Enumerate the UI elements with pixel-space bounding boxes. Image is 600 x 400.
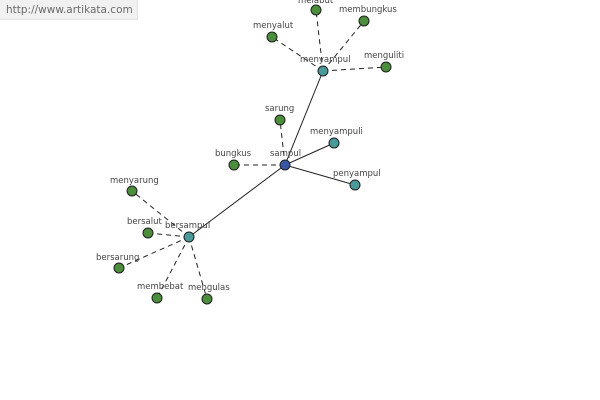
node-menguliti[interactable]: [380, 61, 392, 73]
edge-menyampul-melabut: [315, 9, 324, 72]
node-menyampul[interactable]: [317, 65, 329, 77]
edge-bersampul-bersalut: [147, 232, 190, 238]
node-label-bungkus: bungkus: [215, 149, 252, 159]
edge-menyampul-menguliti: [322, 66, 387, 72]
edge-bersampul-membebat: [156, 236, 190, 299]
edge-bersampul-menyarung: [131, 190, 190, 238]
node-penyampul[interactable]: [349, 179, 361, 191]
labels-layer: sampul menyampul bersampul menyampuli penyam…: [96, 0, 404, 293]
node-membungkus[interactable]: [358, 15, 370, 27]
edge-sampul-menyampul: [284, 70, 324, 166]
node-menyalut[interactable]: [266, 31, 278, 43]
node-mengulas[interactable]: [201, 293, 213, 305]
node-menyarung[interactable]: [126, 185, 138, 197]
node-label-menyampul: menyampul: [300, 55, 351, 65]
node-label-bersarung: bersarung: [96, 253, 139, 263]
nodes-layer: [113, 4, 392, 305]
node-membebat[interactable]: [151, 292, 163, 304]
node-bungkus[interactable]: [228, 159, 240, 171]
node-label-menguliti: menguliti: [364, 51, 404, 61]
node-label-mengulas: mengulas: [188, 283, 230, 293]
node-label-membungkus: membungkus: [339, 5, 397, 15]
edge-sampul-sarung: [279, 119, 286, 166]
node-label-melabut: melabut: [298, 0, 334, 6]
watermark-url: http://www.artikata.com: [0, 0, 138, 20]
edge-menyampul-menyalut: [271, 36, 324, 72]
edge-sampul-menyampuli: [284, 142, 335, 166]
node-label-bersalut: bersalut: [127, 217, 163, 227]
node-label-menyampuli: menyampuli: [310, 127, 363, 137]
node-sampul[interactable]: [279, 159, 291, 171]
edge-bersampul-bersarung: [118, 236, 190, 269]
node-label-sampul: sampul: [270, 149, 301, 159]
node-label-penyampul: penyampul: [333, 169, 381, 179]
node-bersarung[interactable]: [113, 262, 125, 274]
node-bersalut[interactable]: [142, 227, 154, 239]
edge-bersampul-mengulas: [188, 236, 208, 300]
node-label-bersampul: bersampul: [165, 221, 210, 231]
node-label-menyalut: menyalut: [253, 21, 294, 31]
node-label-menyarung: menyarung: [110, 176, 159, 186]
node-menyampuli[interactable]: [328, 137, 340, 149]
node-label-sarung: sarung: [265, 104, 294, 114]
node-bersampul[interactable]: [183, 231, 195, 243]
edges-layer: [118, 9, 387, 300]
edge-sampul-penyampul: [284, 164, 356, 186]
edge-sampul-bersampul: [188, 164, 286, 238]
node-label-membebat: membebat: [137, 282, 184, 292]
node-melabut[interactable]: [310, 4, 322, 16]
edge-menyampul-membungkus: [322, 20, 365, 72]
node-sarung[interactable]: [274, 114, 286, 126]
